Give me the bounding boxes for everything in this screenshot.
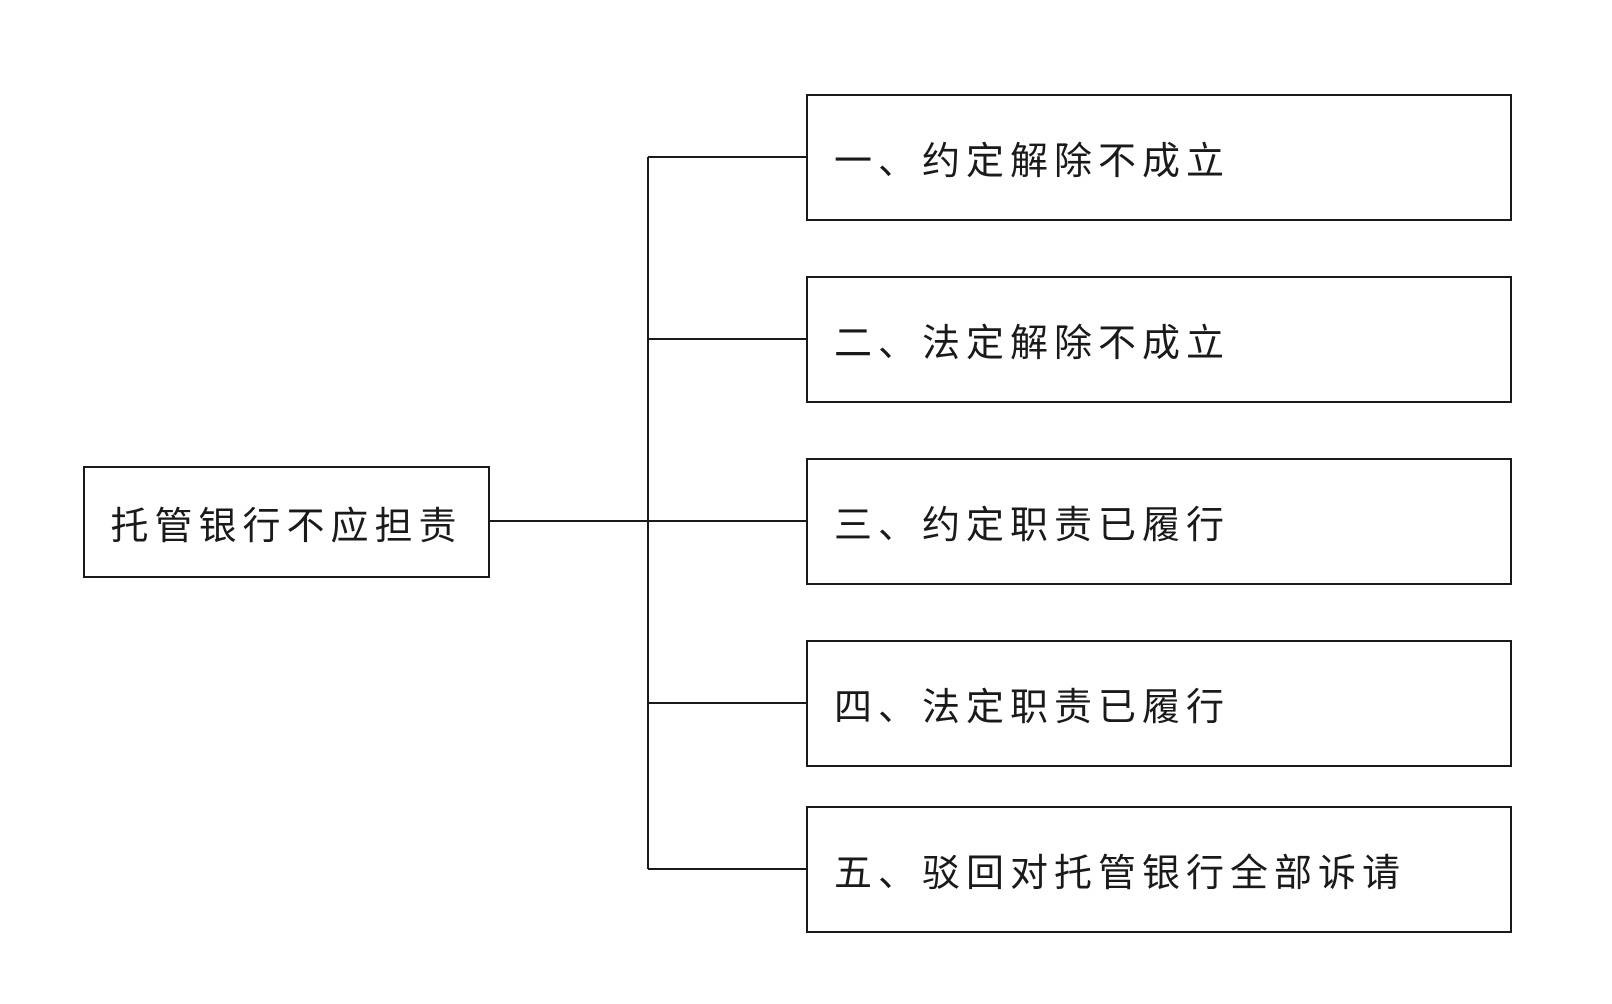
child-node-label: 二、法定解除不成立 (834, 321, 1231, 365)
child-node-1: 一、约定解除不成立 (806, 94, 1512, 221)
root-node-label: 托管银行不应担责 (110, 503, 463, 548)
child-node-3: 三、约定职责已履行 (806, 458, 1512, 585)
child-node-label: 一、约定解除不成立 (834, 139, 1231, 183)
child-node-5: 五、驳回对托管银行全部诉请 (806, 806, 1512, 933)
child-node-2: 二、法定解除不成立 (806, 276, 1512, 403)
child-node-label: 三、约定职责已履行 (834, 503, 1231, 547)
root-node: 托管银行不应担责 (83, 466, 490, 578)
child-node-label: 五、驳回对托管银行全部诉请 (834, 851, 1407, 895)
child-node-label: 四、法定职责已履行 (834, 685, 1231, 729)
child-node-4: 四、法定职责已履行 (806, 640, 1512, 767)
